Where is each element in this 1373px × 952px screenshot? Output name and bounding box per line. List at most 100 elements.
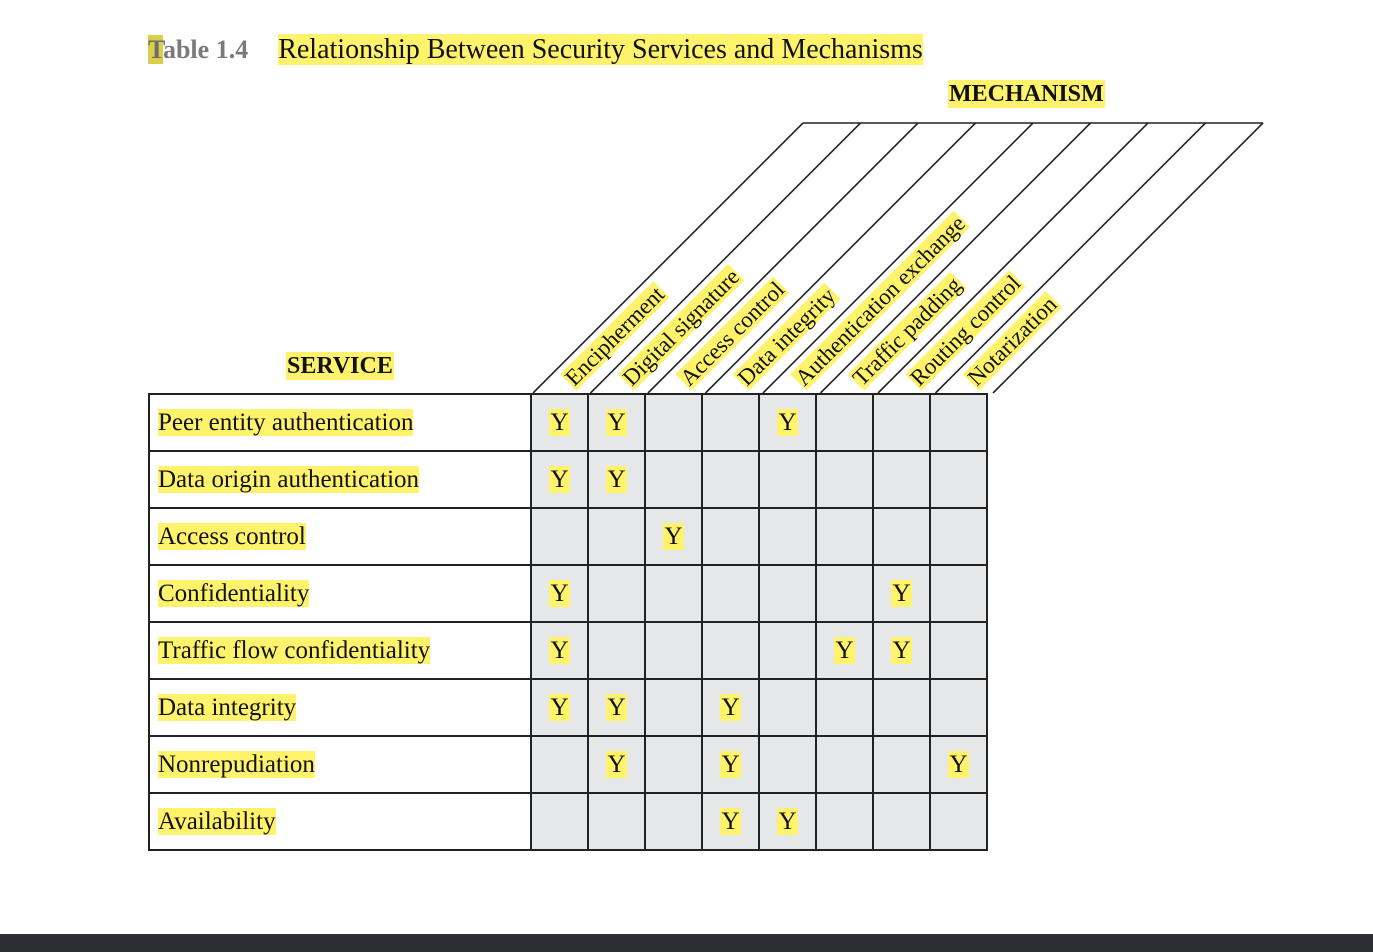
mechanism-cell: [929, 678, 988, 737]
mechanism-cell: [872, 393, 931, 452]
service-cell: Availability: [148, 792, 532, 851]
mechanism-cell: [644, 621, 703, 680]
mechanism-cell: [872, 507, 931, 566]
mechanism-cell: [815, 792, 874, 851]
service-header: SERVICE: [286, 352, 394, 380]
slanted-line: [647, 122, 919, 394]
mechanism-cell: [644, 393, 703, 452]
service-name: Confidentiality: [158, 579, 310, 607]
mechanism-cell: [815, 507, 874, 566]
table-row: Peer entity authentication Y Y Y: [148, 393, 988, 452]
mechanism-cell: [815, 678, 874, 737]
mechanism-cell: Y: [530, 393, 589, 452]
mechanism-cell: [758, 507, 817, 566]
service-cell: Data origin authentication: [148, 450, 532, 509]
service-cell: Nonrepudiation: [148, 735, 532, 794]
mechanism-cell: [587, 621, 646, 680]
slanted-line: [992, 122, 1264, 394]
mark-y: Y: [549, 693, 570, 721]
mechanism-cell: Y: [872, 564, 931, 623]
mark-y: Y: [606, 750, 627, 778]
service-name: Access control: [158, 522, 306, 550]
footer-bar: [0, 934, 1373, 952]
mechanism-cell: Y: [758, 792, 817, 851]
mechanism-cell: [815, 450, 874, 509]
table-title: Relationship Between Security Services a…: [278, 34, 923, 65]
mechanism-cell: [701, 621, 760, 680]
slanted-line: [704, 122, 977, 394]
mechanism-cell: [872, 450, 931, 509]
mark-y: Y: [549, 408, 570, 436]
mechanism-cell: Y: [530, 450, 589, 509]
mark-y: Y: [777, 807, 798, 835]
mechanism-cell: Y: [758, 393, 817, 452]
mechanism-cell: [530, 792, 589, 851]
slanted-line: [762, 122, 1034, 394]
mechanism-cell: [644, 564, 703, 623]
mechanism-cell: [872, 792, 931, 851]
slanted-line: [819, 122, 1092, 394]
mechanism-cell: [758, 735, 817, 794]
table-row: Availability Y Y: [148, 792, 988, 851]
mechanism-cell: Y: [587, 450, 646, 509]
mark-y: Y: [606, 693, 627, 721]
mechanism-label-highlight: [617, 264, 745, 391]
mechanism-cell: [815, 564, 874, 623]
table-row: Access control Y: [148, 507, 988, 566]
service-name: Peer entity authentication: [158, 408, 414, 436]
mechanism-label-highlight: [905, 270, 1026, 391]
mechanism-cell: [929, 393, 988, 452]
mark-y: Y: [948, 750, 969, 778]
mechanism-cell: [644, 735, 703, 794]
mark-y: Y: [720, 807, 741, 835]
slanted-line: [877, 122, 1149, 394]
mechanism-cell: [644, 792, 703, 851]
service-cell: Peer entity authentication: [148, 393, 532, 452]
mark-y: Y: [891, 579, 912, 607]
mechanism-cell: [701, 450, 760, 509]
mark-y: Y: [720, 693, 741, 721]
mechanism-label-highlight: [962, 291, 1063, 391]
mark-y: Y: [606, 408, 627, 436]
mechanism-cell: [530, 507, 589, 566]
service-cell: Traffic flow confidentiality: [148, 621, 532, 680]
service-name: Traffic flow confidentiality: [158, 636, 431, 664]
service-name: Data origin authentication: [158, 465, 420, 493]
mark-y: Y: [549, 465, 570, 493]
mechanism-cell: [644, 450, 703, 509]
table-number: Table 1.4: [148, 35, 248, 64]
service-name: Data integrity: [158, 693, 297, 721]
mechanism-cell: Y: [587, 678, 646, 737]
mechanism-cell: Y: [872, 621, 931, 680]
mechanism-label-highlight: [790, 210, 971, 391]
mechanism-cell: [758, 450, 817, 509]
mark-y: Y: [777, 408, 798, 436]
mechanism-cell: [701, 507, 760, 566]
mark-y: Y: [606, 465, 627, 493]
mechanism-cell: [929, 792, 988, 851]
mechanism-cell: [587, 792, 646, 851]
mechanism-cell: [758, 564, 817, 623]
mark-y: Y: [663, 522, 684, 550]
table-row: Confidentiality Y Y: [148, 564, 988, 623]
table-number-first-letter: T: [148, 35, 163, 64]
mechanism-cell: Y: [815, 621, 874, 680]
service-name: Availability: [158, 807, 276, 835]
mechanism-cell: [929, 621, 988, 680]
mechanism-cell: Y: [929, 735, 988, 794]
mechanism-cell: [758, 621, 817, 680]
mechanism-cell: Y: [701, 678, 760, 737]
mechanism-cell: Y: [530, 621, 589, 680]
mechanism-cell: [815, 735, 874, 794]
mechanism-cell: Y: [530, 678, 589, 737]
mechanism-cell: [587, 507, 646, 566]
mark-y: Y: [549, 579, 570, 607]
mechanism-cell: [701, 393, 760, 452]
mark-y: Y: [891, 636, 912, 664]
